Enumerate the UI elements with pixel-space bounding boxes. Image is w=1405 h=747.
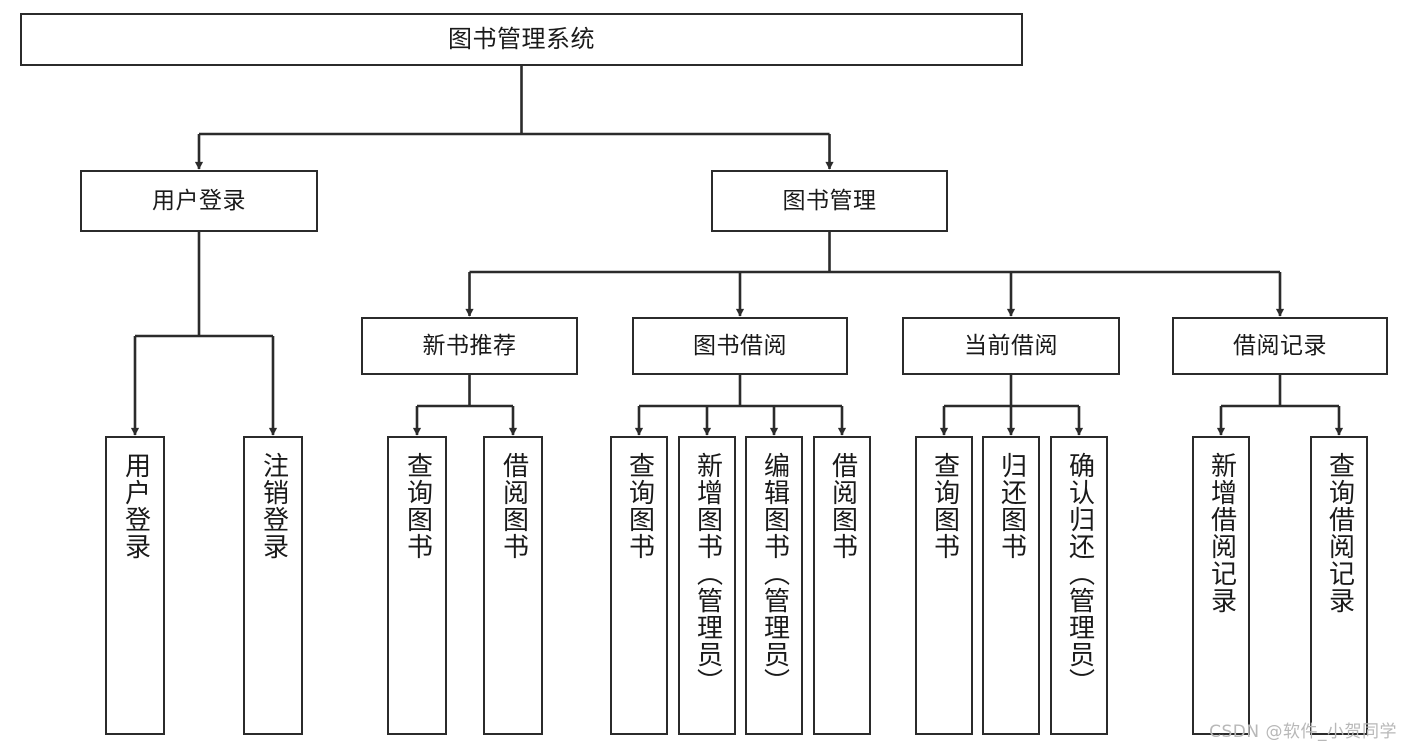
node-l-bo-edit[interactable]: 编辑图书（管理员） [745,436,803,735]
node-label: 新书推荐 [422,332,517,359]
node-l-re-add[interactable]: 新增借阅记录 [1192,436,1250,735]
node-label: 用户登录 [152,187,246,214]
node-label: 新增借阅记录 [1206,452,1237,614]
node-label: 借阅记录 [1233,332,1327,359]
node-root[interactable]: 图书管理系统 [20,13,1023,66]
node-records[interactable]: 借阅记录 [1172,317,1388,375]
node-label: 确认归还（管理员） [1064,452,1095,695]
node-l-logout[interactable]: 注销登录 [243,436,303,735]
node-label: 借阅图书 [498,452,529,560]
node-newbook[interactable]: 新书推荐 [361,317,578,375]
node-label: 查询图书 [929,452,960,560]
watermark-text: CSDN @软件_小贺同学 [1209,722,1397,742]
node-l-bo-query[interactable]: 查询图书 [610,436,668,735]
node-borrow[interactable]: 图书借阅 [632,317,848,375]
node-label: 当前借阅 [964,332,1058,359]
node-label: 查询图书 [624,452,655,560]
node-label: 编辑图书（管理员） [759,452,790,695]
node-label: 注销登录 [258,452,289,560]
node-label: 用户登录 [120,452,151,560]
node-label: 图书管理系统 [448,24,595,53]
node-l-cu-query[interactable]: 查询图书 [915,436,973,735]
node-l-nb-borrow[interactable]: 借阅图书 [483,436,543,735]
node-bookmgmt[interactable]: 图书管理 [711,170,948,232]
node-current[interactable]: 当前借阅 [902,317,1120,375]
node-label: 查询图书 [402,452,433,560]
node-label: 图书借阅 [693,332,787,359]
node-l-bo-lend[interactable]: 借阅图书 [813,436,871,735]
node-l-nb-query[interactable]: 查询图书 [387,436,447,735]
node-label: 查询借阅记录 [1324,452,1355,614]
node-l-cu-return[interactable]: 归还图书 [982,436,1040,735]
node-l-bo-add[interactable]: 新增图书（管理员） [678,436,736,735]
node-label: 借阅图书 [827,452,858,560]
node-l-re-query[interactable]: 查询借阅记录 [1310,436,1368,735]
node-label: 归还图书 [996,452,1027,560]
node-label: 新增图书（管理员） [692,452,723,695]
node-login[interactable]: 用户登录 [80,170,318,232]
node-l-cu-confirm[interactable]: 确认归还（管理员） [1050,436,1108,735]
node-label: 图书管理 [782,187,877,214]
node-l-login[interactable]: 用户登录 [105,436,165,735]
